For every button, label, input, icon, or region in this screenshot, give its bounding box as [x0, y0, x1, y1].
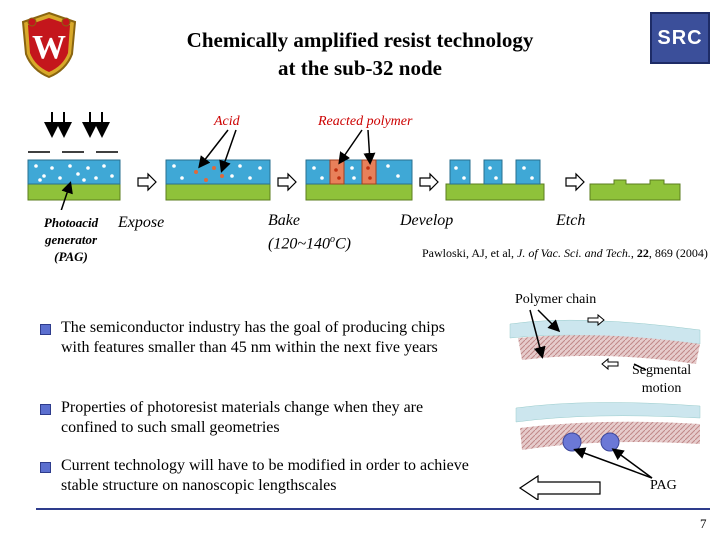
pag-label-line-3: (PAG): [54, 249, 88, 264]
src-logo-text: SRC: [657, 27, 703, 49]
segmental-line-2: motion: [641, 381, 682, 396]
citation-sep: ,: [630, 246, 637, 260]
segmental-line-1: Segmental: [632, 363, 692, 378]
pag-label-line-1: Photoacid: [43, 215, 99, 230]
acid-label: Acid: [214, 114, 240, 129]
title-line-2: at the sub-32 node: [278, 56, 442, 80]
stage-baked-wafer: [305, 159, 413, 201]
bullet-text-3: Current technology will have to be modif…: [61, 457, 469, 494]
stage-arrows: [137, 172, 585, 192]
exposure-arrows: [44, 112, 110, 138]
reacted-polymer-label: Reacted polymer: [318, 114, 413, 129]
reacted-pointer-arrows: [338, 129, 376, 165]
citation-volume: 22: [636, 246, 649, 260]
university-crest-icon: W: [21, 11, 77, 79]
stage-exposed-wafer: [165, 159, 271, 201]
segmental-motion-label: Segmental motion: [632, 362, 691, 398]
stage-label-develop: Develop: [400, 212, 454, 229]
title-line-1: Chemically amplified resist technology: [186, 28, 534, 52]
pag-label-line-2: generator: [45, 232, 97, 247]
stage-developed-wafer: [445, 159, 545, 201]
slide-number: 7: [700, 516, 707, 531]
process-diagram: [27, 112, 681, 210]
stage-label-bake: Bake: [268, 212, 300, 229]
bullet-marker-2: [40, 404, 51, 415]
footer-rule: [36, 508, 710, 510]
polymer-chain-label: Polymer chain: [515, 292, 597, 307]
bake-temperature: (120~140oC): [268, 234, 351, 253]
bake-temp-end: C): [334, 235, 351, 253]
citation-journal: J. of Vac. Sci. and Tech.: [517, 246, 631, 260]
pag-diagram-label: PAG: [650, 478, 677, 493]
bullet-marker-1: [40, 324, 51, 335]
stage-expose-wafer: [27, 159, 121, 201]
page-title: Chemically amplified resist technology a…: [110, 26, 610, 82]
stage-etched-wafer: [589, 179, 681, 201]
bake-temp-start: (120~140: [268, 235, 330, 253]
pag-label: Photoacid generator (PAG): [30, 214, 112, 265]
citation-rest: , 869 (2004): [648, 246, 708, 260]
polymer-chain-diagram: [509, 309, 701, 500]
stage-label-etch: Etch: [556, 212, 586, 229]
bullet-marker-3: [40, 462, 51, 473]
bullet-text-2: Properties of photoresist materials chan…: [61, 399, 424, 436]
bake-temp-degree: o: [329, 234, 335, 245]
citation: Pawloski, AJ, et al, J. of Vac. Sci. and…: [422, 246, 708, 261]
src-logo: SRC: [650, 12, 710, 64]
acid-pointer-arrows: [198, 129, 237, 173]
svg-text:W: W: [32, 29, 66, 66]
citation-authors: Pawloski, AJ, et al,: [422, 246, 517, 260]
bullet-text-1: The semiconductor industry has the goal …: [61, 319, 445, 356]
stage-label-expose: Expose: [118, 214, 165, 231]
